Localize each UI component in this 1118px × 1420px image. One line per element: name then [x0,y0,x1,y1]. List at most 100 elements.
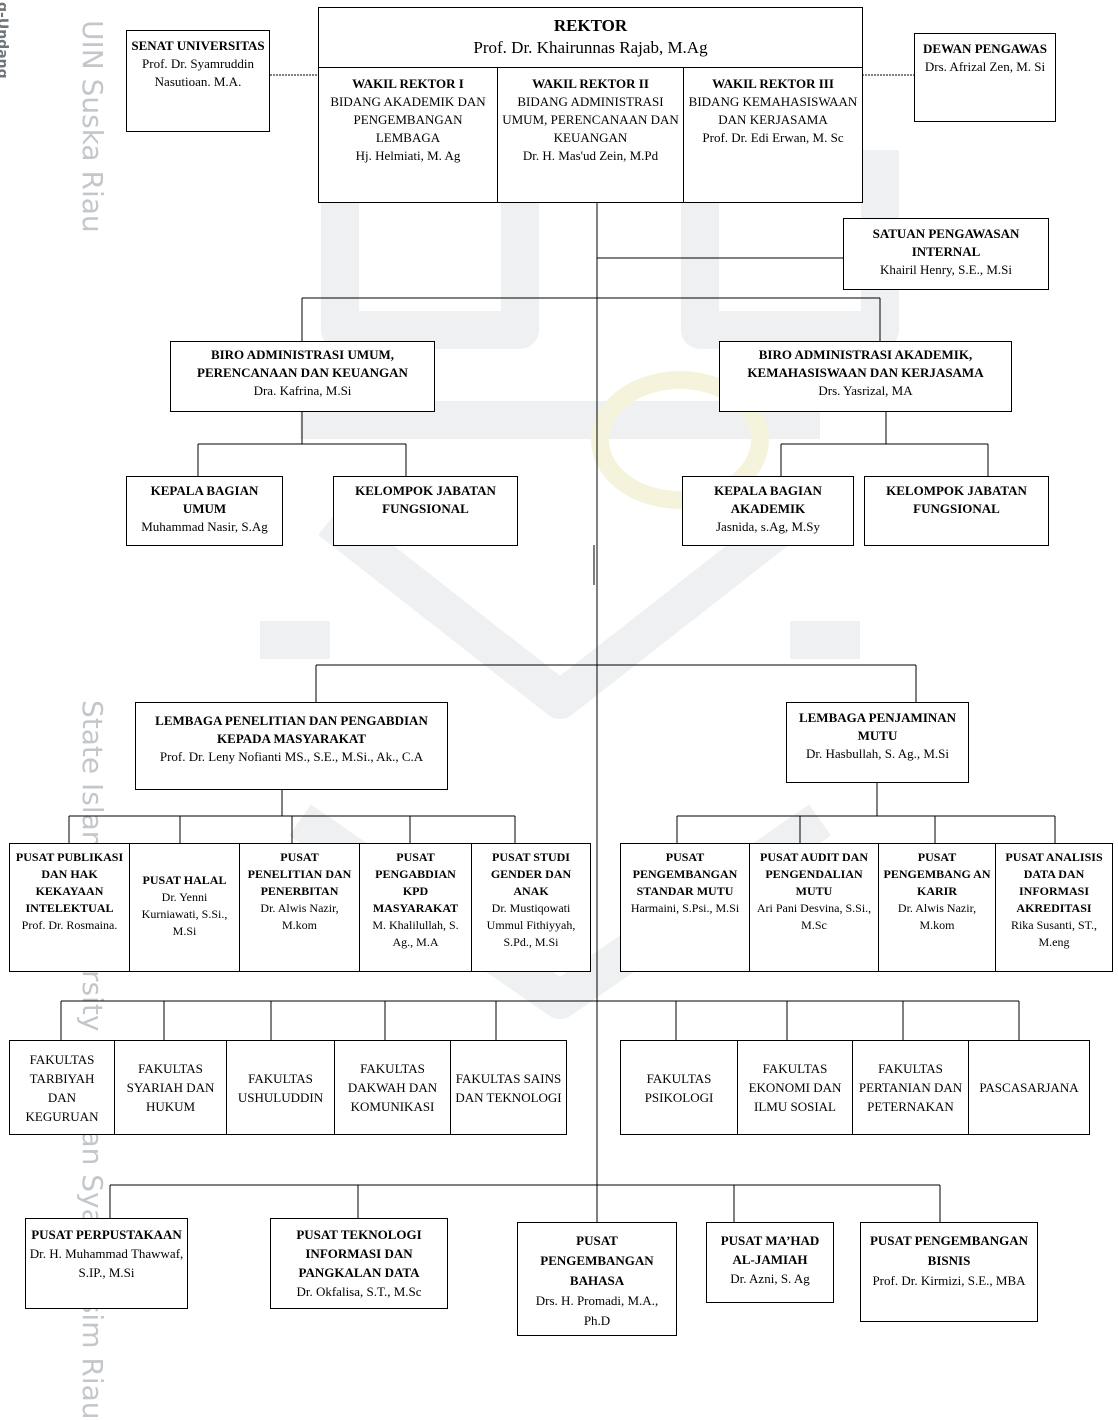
pusat-lppm-name: Prof. Dr. Rosmaina. [21,918,118,932]
lppm-title: LEMBAGA PENELITIAN DAN PENGABDIAN KEPADA… [155,713,428,746]
kabag-umum-name: Muhammad Nasir, S.Ag [141,519,268,534]
pusat-bottom-title: PUSAT MA’HAD AL-JAMIAH [720,1233,820,1267]
senat-title: SENAT UNIVERSITAS [131,38,265,53]
pusat-lppm-title: PUSAT PENELITIAN DAN PENERBITAN [247,850,352,898]
pusat-karir-box: PUSAT PENGEMBANG AN KARIR Dr. Alwis Nazi… [878,843,996,972]
wr2-name: Dr. H. Mas'ud Zein, M.Pd [522,148,659,163]
kelompok-jabatan-fungsional-right-box: KELOMPOK JABATAN FUNGSIONAL [864,476,1049,546]
side-watermark-edge: g-Undang [0,2,10,79]
pusat-studi-gender-box: PUSAT STUDI GENDER DAN ANAK Dr. Mustiqow… [471,843,591,972]
fakultas-label: FAKULTAS SAINS DAN TEKNOLOGI [455,1070,562,1105]
pusat-bottom-title: PUSAT TEKNOLOGI INFORMASI DAN PANGKALAN … [296,1227,422,1280]
wr3-desc: BIDANG KEMAHASISWAAN DAN KERJASAMA [688,94,858,127]
satuan-pengawasan-internal-box: SATUAN PENGAWASAN INTERNAL Khairil Henry… [843,218,1049,290]
pusat-lpm-name: Harmaini, S.Psi., M.Si [630,901,740,915]
pusat-lppm-name: Dr. Yenni Kurniawati, S.Si., M.Si [141,890,228,938]
fakultas-label: FAKULTAS DAKWAH DAN KOMUNIKASI [347,1061,438,1114]
pusat-audit-mutu-box: PUSAT AUDIT DAN PENGENDALIAN MUTU Ari Pa… [749,843,879,972]
pusat-lppm-title: PUSAT PENGABDIAN KPD MASYARAKAT [372,850,459,915]
pusat-bottom-name: Drs. H. Promadi, M.A., Ph.D [535,1293,659,1328]
fakultas-label: FAKULTAS TARBIYAH DAN KEGURUAN [25,1051,99,1124]
wr3-title: WAKIL REKTOR III [712,76,834,91]
kabag-akad-title: KEPALA BAGIAN AKADEMIK [714,483,822,516]
biro-akad-name: Drs. Yasrizal, MA [818,383,913,398]
pusat-mahad-box: PUSAT MA’HAD AL-JAMIAH Dr. Azni, S. Ag [706,1222,834,1303]
pusat-perpustakaan-box: PUSAT PERPUSTAKAAN Dr. H. Muhammad Thaww… [25,1218,188,1309]
wr1-desc: BIDANG AKADEMIK DAN PENGEMBANGAN LEMBAGA [330,94,486,145]
pusat-analisis-data-box: PUSAT ANALISIS DATA DAN INFORMASI AKREDI… [995,843,1113,972]
rektor-box: REKTOR Prof. Dr. Khairunnas Rajab, M.Ag [318,7,863,68]
pusat-teknologi-informasi-box: PUSAT TEKNOLOGI INFORMASI DAN PANGKALAN … [270,1218,448,1309]
kjf-right-title: KELOMPOK JABATAN FUNGSIONAL [886,483,1027,516]
fakultas-tarbiyah-box: FAKULTAS TARBIYAH DAN KEGURUAN [9,1040,115,1135]
rektor-name: Prof. Dr. Khairunnas Rajab, M.Ag [473,38,708,57]
pusat-pengembangan-bahasa-box: PUSAT PENGEMBANGAN BAHASA Drs. H. Promad… [517,1222,677,1336]
kepala-bagian-akademik-box: KEPALA BAGIAN AKADEMIK Jasnida, s.Ag, M.… [682,476,854,546]
pusat-lppm-title: PUSAT STUDI GENDER DAN ANAK [490,850,572,898]
lppm-name: Prof. Dr. Leny Nofianti MS., S.E., M.Si.… [159,749,424,764]
pusat-bottom-title: PUSAT PERPUSTAKAAN [31,1227,182,1242]
kabag-akad-name: Jasnida, s.Ag, M.Sy [715,519,820,534]
lpm-box: LEMBAGA PENJAMINAN MUTU Dr. Hasbullah, S… [786,702,969,783]
wr2-title: WAKIL REKTOR II [532,76,649,91]
pusat-penelitian-penerbitan-box: PUSAT PENELITIAN DAN PENERBITAN Dr. Alwi… [239,843,360,972]
biro-akad-title: BIRO ADMINISTRASI AKADEMIK, KEMAHASISWAA… [747,347,984,380]
fakultas-label: FAKULTAS USHULUDDIN [237,1070,324,1105]
biro-umum-name: Dra. Kafrina, M.Si [253,383,352,398]
senat-universitas-box: SENAT UNIVERSITAS Prof. Dr. Syamruddin N… [126,30,270,132]
side-watermark-upper: UIN Suska Riau [76,20,109,233]
lppm-box: LEMBAGA PENELITIAN DAN PENGABDIAN KEPADA… [135,702,448,790]
kepala-bagian-umum-box: KEPALA BAGIAN UMUM Muhammad Nasir, S.Ag [126,476,283,546]
wr1-name: Hj. Helmiati, M. Ag [355,148,461,163]
pusat-publikasi-hki-box: PUSAT PUBLIKASI DAN HAK KEKAYAAN INTELEK… [9,843,130,972]
pusat-lppm-title: PUSAT HALAL [142,873,227,887]
fakultas-label: FAKULTAS SYARIAH DAN HUKUM [126,1061,215,1114]
spi-name: Khairil Henry, S.E., M.Si [879,262,1013,277]
fakultas-label: PASCASARJANA [979,1080,1079,1095]
dewan-title: DEWAN PENGAWAS [923,41,1047,56]
pusat-lpm-name: Ari Pani Desvina, S.Si., M.Sc [756,901,872,932]
pusat-lppm-name: Dr. Mustiqowati Ummul Fithiyyah, S.Pd., … [486,901,576,949]
biro-akademik-box: BIRO ADMINISTRASI AKADEMIK, KEMAHASISWAA… [719,341,1012,412]
pusat-lpm-title: PUSAT ANALISIS DATA DAN INFORMASI AKREDI… [1005,850,1103,915]
wakil-rektor-3-box: WAKIL REKTOR III BIDANG KEMAHASISWAAN DA… [683,67,863,203]
fakultas-pertanian-box: FAKULTAS PERTANIAN DAN PETERNAKAN [852,1040,969,1135]
biro-umum-box: BIRO ADMINISTRASI UMUM, PERENCANAAN DAN … [170,341,435,412]
fakultas-ushuluddin-box: FAKULTAS USHULUDDIN [226,1040,335,1135]
pusat-pengembangan-bisnis-box: PUSAT PENGEMBANGAN BISNIS Prof. Dr. Kirm… [860,1222,1038,1322]
wakil-rektor-2-box: WAKIL REKTOR II BIDANG ADMINISTRASI UMUM… [497,67,684,203]
fakultas-ekonomi-box: FAKULTAS EKONOMI DAN ILMU SOSIAL [737,1040,853,1135]
pusat-lpm-title: PUSAT AUDIT DAN PENGENDALIAN MUTU [759,850,869,898]
dewan-name: Drs. Afrizal Zen, M. Si [924,59,1046,74]
pusat-lppm-name: Dr. Alwis Nazir, M.kom [260,901,339,932]
lpm-title: LEMBAGA PENJAMINAN MUTU [798,710,957,743]
biro-umum-title: BIRO ADMINISTRASI UMUM, PERENCANAAN DAN … [197,347,408,380]
wr2-desc: BIDANG ADMINISTRASI UMUM, PERENCANAAN DA… [502,94,679,145]
pusat-lppm-name: M. Khalilullah, S. Ag., M.A [372,918,459,949]
pusat-bottom-name: Dr. Azni, S. Ag [730,1271,810,1286]
connector-lines [60,74,1056,1320]
pusat-halal-box: PUSAT HALAL Dr. Yenni Kurniawati, S.Si.,… [129,843,240,972]
pascasarjana-box: PASCASARJANA [968,1040,1090,1135]
rektor-title: REKTOR [553,16,628,35]
pusat-lpm-title: PUSAT PENGEMBANG AN KARIR [883,850,991,898]
pusat-lpm-name: Rika Susanti, ST., M.eng [1010,918,1098,949]
pusat-bottom-title: PUSAT PENGEMBANGAN BAHASA [540,1233,654,1288]
pusat-bottom-name: Dr. Okfalisa, S.T., M.Sc [296,1284,422,1299]
dewan-pengawas-box: DEWAN PENGAWAS Drs. Afrizal Zen, M. Si [914,33,1056,122]
fakultas-label: FAKULTAS EKONOMI DAN ILMU SOSIAL [748,1061,842,1114]
kjf-left-title: KELOMPOK JABATAN FUNGSIONAL [355,483,496,516]
fakultas-dakwah-box: FAKULTAS DAKWAH DAN KOMUNIKASI [334,1040,451,1135]
kabag-umum-title: KEPALA BAGIAN UMUM [150,483,259,516]
pusat-pengabdian-box: PUSAT PENGABDIAN KPD MASYARAKAT M. Khali… [359,843,472,972]
wr1-title: WAKIL REKTOR I [352,76,464,91]
kelompok-jabatan-fungsional-left-box: KELOMPOK JABATAN FUNGSIONAL [333,476,518,546]
fakultas-syariah-box: FAKULTAS SYARIAH DAN HUKUM [114,1040,227,1135]
senat-name: Prof. Dr. Syamruddin Nasutioan. M.A. [142,56,254,89]
pusat-standar-mutu-box: PUSAT PENGEMBANGAN STANDAR MUTU Harmaini… [620,843,750,972]
fakultas-sains-box: FAKULTAS SAINS DAN TEKNOLOGI [450,1040,567,1135]
pusat-lpm-name: Dr. Alwis Nazir, M.kom [897,901,977,932]
wr3-name: Prof. Dr. Edi Erwan, M. Sc [702,130,844,145]
lpm-name: Dr. Hasbullah, S. Ag., M.Si [805,746,949,761]
pusat-lppm-title: PUSAT PUBLIKASI DAN HAK KEKAYAAN INTELEK… [15,850,124,915]
